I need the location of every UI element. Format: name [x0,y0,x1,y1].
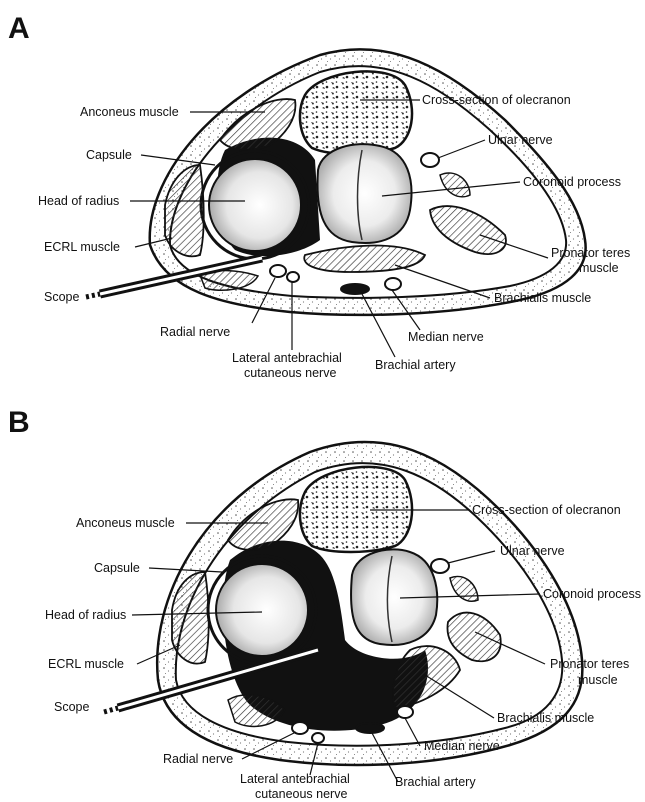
panel-a-label-pronator-teres-2: muscle [579,261,619,275]
panel-a-median-nerve [385,278,401,290]
panel-b-lateral-antebrachial-nerve [312,733,324,743]
panel-b-letter: B [8,406,30,439]
panel-a-label-median-nerve: Median nerve [408,330,484,344]
panel-a: A [8,12,630,380]
panel-a-label-olecranon: Cross-section of olecranon [422,93,571,107]
panel-b-label-head-of-radius: Head of radius [45,608,126,622]
panel-a-head-of-radius [209,159,301,251]
panel-a-label-lateral-antebrachial-2: cutaneous nerve [244,366,336,380]
panel-a-label-radial-nerve: Radial nerve [160,325,230,339]
panel-a-letter: A [8,12,30,45]
panel-a-lateral-antebrachial-nerve [287,272,299,282]
panel-b-median-nerve [397,706,413,718]
panel-b-label-brachialis-muscle: Brachialis muscle [497,711,594,725]
panel-a-olecranon [300,71,412,154]
panel-b-label-pronator-teres-1: Pronator teres [550,657,629,671]
panel-b-label-capsule: Capsule [94,561,140,575]
panel-a-brachial-artery [341,284,369,294]
panel-a-radial-nerve [270,265,286,277]
panel-a-label-brachialis-muscle: Brachialis muscle [494,291,591,305]
panel-b-label-scope: Scope [54,700,89,714]
panel-b-label-lateral-antebrachial-1: Lateral antebrachial [240,772,350,786]
panel-a-label-scope: Scope [44,290,79,304]
panel-b-label-ecrl-muscle: ECRL muscle [48,657,124,671]
panel-a-label-head-of-radius: Head of radius [38,194,119,208]
panel-b-label-pronator-teres-2: muscle [578,673,618,687]
panel-a-label-capsule: Capsule [86,148,132,162]
panel-a-label-lateral-antebrachial-1: Lateral antebrachial [232,351,342,365]
panel-a-label-pronator-teres-1: Pronator teres [551,246,630,260]
panel-b-label-lateral-antebrachial-2: cutaneous nerve [255,787,347,801]
panel-b-label-brachial-artery: Brachial artery [395,775,476,789]
panel-b-label-ulnar-nerve: Ulnar nerve [500,544,565,558]
panel-b-brachial-artery [356,723,384,733]
panel-b-label-coronoid-process: Coronoid process [543,587,641,601]
panel-a-label-coronoid-process: Coronoid process [523,175,621,189]
panel-b-label-olecranon: Cross-section of olecranon [472,503,621,517]
panel-a-label-anconeus-muscle: Anconeus muscle [80,105,179,119]
panel-a-label-ulnar-nerve: Ulnar nerve [488,133,553,147]
panel-a-ulnar-nerve [421,153,439,167]
panel-b-head-of-radius [216,564,308,656]
panel-b-label-radial-nerve: Radial nerve [163,752,233,766]
panel-a-coronoid-process [317,144,411,243]
panel-a-label-ecrl-muscle: ECRL muscle [44,240,120,254]
panel-a-label-brachial-artery: Brachial artery [375,358,456,372]
panel-b-label-anconeus-muscle: Anconeus muscle [76,516,175,530]
panel-b: B [8,406,641,801]
panel-b-label-median-nerve: Median nerve [424,739,500,753]
panel-b-ulnar-nerve [431,559,449,573]
